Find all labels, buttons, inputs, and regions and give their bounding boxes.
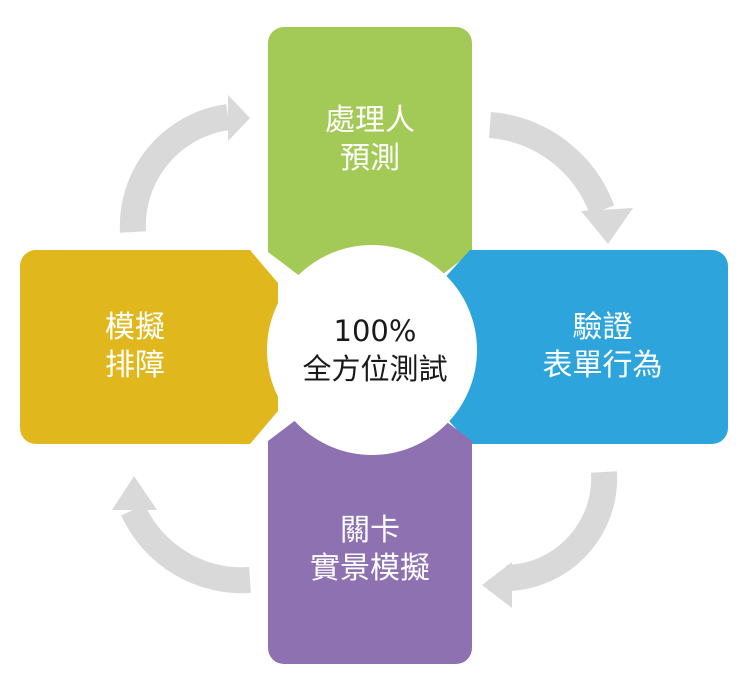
arrow-head-bottom-left <box>112 476 157 510</box>
label-top-line2: 預測 <box>340 141 400 176</box>
block-bottom <box>268 413 472 664</box>
label-left-line1: 模擬 <box>105 310 165 345</box>
center-circle <box>267 245 477 455</box>
label-left-line2: 排障 <box>105 348 165 383</box>
label-bottom-line1: 關卡 <box>340 513 400 548</box>
center-label: 100% 全方位測試 <box>280 312 470 388</box>
label-left: 模擬 排障 <box>40 309 230 385</box>
label-right: 驗證 表單行為 <box>495 309 710 385</box>
block-left <box>20 250 278 444</box>
arrow-bottom-right <box>506 471 618 591</box>
label-right-line2: 表單行為 <box>542 348 663 383</box>
label-top: 處理人 預測 <box>268 102 472 178</box>
arrow-top-right <box>488 112 615 215</box>
arrow-bottom-left <box>121 504 251 594</box>
arrow-top-left <box>119 104 231 233</box>
label-top-line1: 處理人 <box>325 103 415 138</box>
label-bottom-line2: 實景模擬 <box>310 551 430 586</box>
arrow-head-top-left <box>228 95 250 141</box>
block-right <box>440 250 728 444</box>
arrow-head-bottom-right <box>482 562 512 608</box>
center-label-line2: 全方位測試 <box>302 352 448 386</box>
arrow-head-top-right <box>581 208 633 244</box>
label-right-line1: 驗證 <box>572 310 633 345</box>
center-label-line1: 100% <box>333 314 417 348</box>
label-bottom: 關卡 實景模擬 <box>268 512 472 588</box>
block-top <box>268 27 472 280</box>
